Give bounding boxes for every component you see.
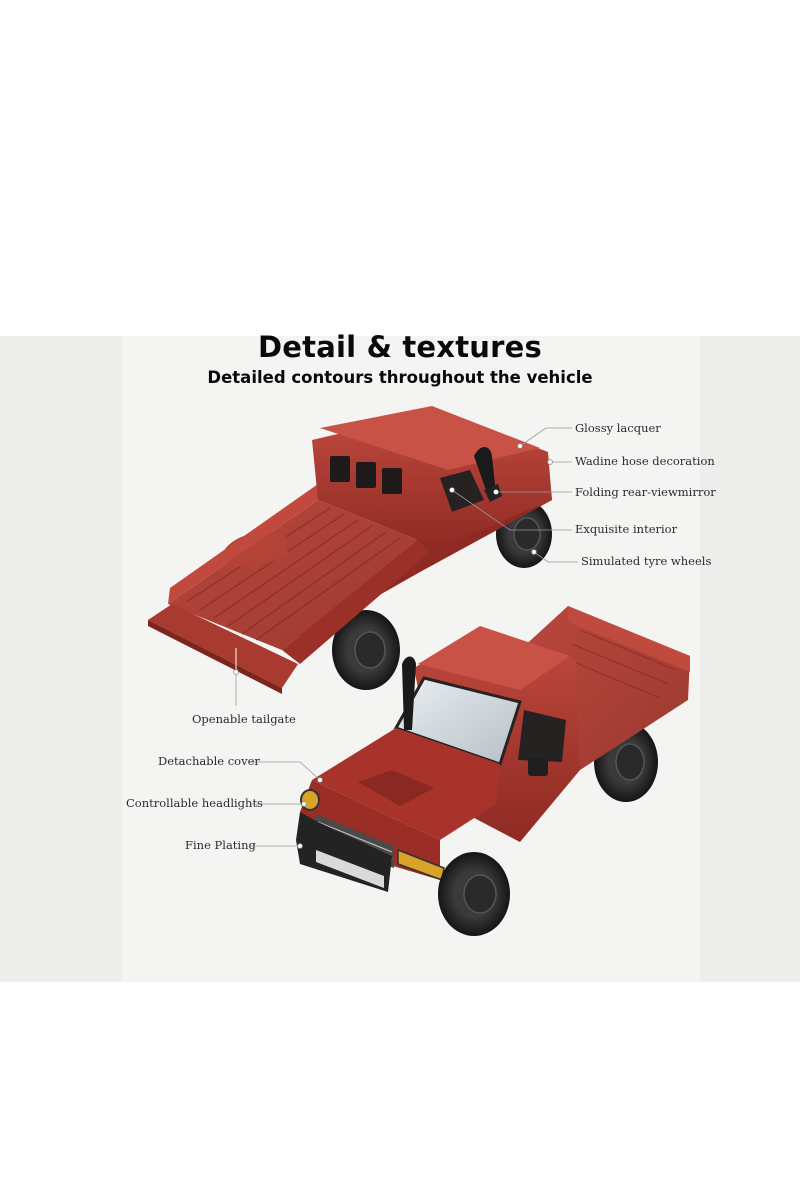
- callout-openable-tailgate: Openable tailgate: [192, 712, 296, 726]
- callout-glossy-lacquer: Glossy lacquer: [575, 421, 661, 435]
- headlight-left: [300, 789, 320, 811]
- tailgate: [148, 604, 298, 688]
- callout-exquisite-interior: Exquisite interior: [575, 522, 678, 536]
- windshield: [393, 676, 522, 766]
- truck-rear-view: [148, 406, 552, 694]
- callout-fine-plating: Fine Plating: [185, 838, 256, 852]
- callout-detachable-cover: Detachable cover: [158, 754, 260, 768]
- front-view-front-wheel: [438, 852, 510, 936]
- callout-wadine-hose: Wadine hose decoration: [575, 454, 715, 468]
- callout-lines: [235, 427, 578, 847]
- page-subtitle: Detailed contours throughout the vehicle: [207, 368, 593, 387]
- callout-folding-mirror: Folding rear-viewmirror: [575, 485, 716, 499]
- page-title: Detail & textures: [258, 330, 542, 364]
- snorkel: [474, 447, 496, 496]
- rear-view-rear-wheel: [332, 610, 400, 690]
- callout-controllable-headlights: Controllable headlights: [126, 796, 263, 810]
- callout-dots: [233, 443, 553, 849]
- callout-simulated-tyres: Simulated tyre wheels: [581, 554, 712, 568]
